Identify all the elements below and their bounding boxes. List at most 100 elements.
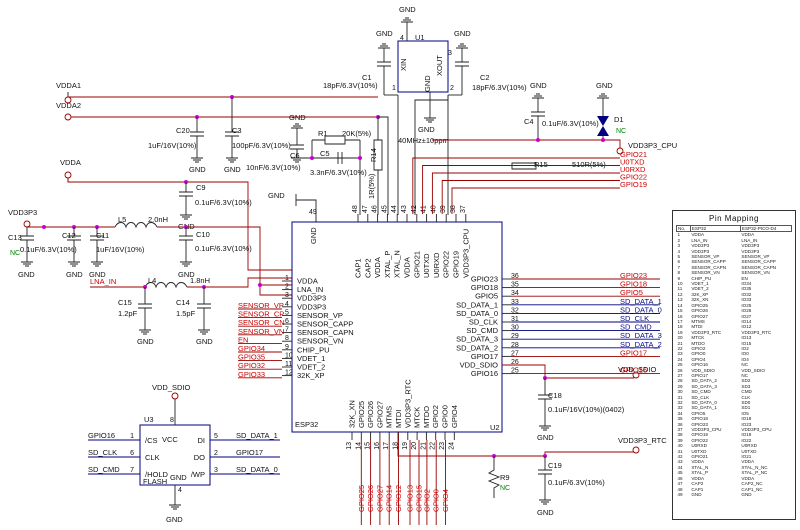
pin-mapping-cell: SENSOR_VP [741,254,770,260]
esp32-ref: U2 [490,423,500,432]
gnd-label: GND [196,337,213,346]
esp-right-pin-num: 35 [511,282,519,289]
r9-value: NC [500,485,510,492]
pin-mapping-cell: VDD3P3 [691,248,710,254]
pin-mapping-cell: 6 [677,259,681,265]
r9-ref: R9 [500,473,510,482]
left-net-label: SENSOR_VN [238,327,284,336]
pin-mapping-cell: IO22 [741,437,752,443]
pin-mapping-cell: IO14 [741,318,752,324]
pin-mapping-cell: 33 [677,405,683,411]
pin-mapping-cell: 26 [677,367,683,373]
esp-right-pin-name: GPIO5 [475,292,498,301]
pin-mapping-cell: IO12 [741,324,752,330]
flash-right-pin-name: DI [198,436,206,445]
c11-value: 1uF/16V(10%) [96,245,145,254]
esp-top-pin-num: 47 [362,205,369,213]
pin-mapping-cell: CAP2_NC [741,481,763,487]
gnd-label: GND [596,81,613,90]
gnd-label: GND [454,29,471,38]
esp-right-pin-name: SD_DATA_2 [456,343,498,352]
right-net-label: SD_DATA_0 [620,305,662,314]
flash-ref: U3 [144,415,154,424]
pin-mapping-cell: VDDA [741,475,755,481]
pin-mapping-cell: VDDA [691,475,705,481]
pin-mapping-cell: MTCK [691,335,705,341]
esp-left-pin-name: VDET_1 [297,354,325,363]
pin-mapping-cell: 15 [677,308,683,314]
esp-top-pin-name: CAP1 [354,258,363,278]
pin-mapping-cell: VDD3P3 [691,243,710,249]
pin-mapping-cell: IO21 [741,454,752,460]
pin-mapping-cell: 10 [677,281,683,287]
pin-mapping-cell: SENSOR_VP [691,254,720,260]
esp-bottom-pin-num: 14 [355,442,362,450]
pin-mapping-cell: GPIO5 [691,410,706,416]
right-net-label: GPIO5 [620,288,643,297]
esp-right-pin-num: 33 [511,299,519,306]
r14-value: 1R(5%) [367,173,376,199]
bottom-net-label: GPIO13 [406,485,415,512]
top-net-wire [451,187,620,214]
esp-top-pin-num: 44 [391,205,398,213]
flash-pin4: 4 [178,487,182,494]
c10-value: 0.1uF/6.3V(10%) [195,244,252,253]
flash-left-num: 1 [130,433,134,440]
l4-ref: L4 [148,276,156,285]
esp-top-pin-num: 37 [460,205,467,213]
c14-value: 1.5pF [176,309,196,318]
right-net-label: GPIO18 [620,280,647,289]
pin-mapping-cell: 4 [677,248,681,254]
esp-bottom-pin-num: 23 [439,442,446,450]
pin-mapping-column-header: ESP32-PICO-D4 [739,224,793,233]
pin-mapping-cell: SD3 [741,383,751,389]
left-net-label: EN [238,335,248,344]
c12-ref: C12 [62,231,76,240]
pin-mapping-cell: NC [741,372,749,378]
flash-pin8: 8 [170,417,174,424]
flash-right-net: SD_DATA_0 [236,465,278,474]
c19-ref: C19 [548,461,562,470]
pin-mapping-cell: 27 [677,372,683,378]
vdd-sdio-label: VDD_SDIO [618,365,657,374]
esp-top-pin-name: VDDA [373,257,382,278]
esp-left-pin-name: VDDA [297,277,318,286]
esp-right-pin-name: GPIO23 [471,275,498,284]
pin-mapping-cell: IO15 [741,340,752,346]
pin-mapping-cell: 19 [677,329,683,335]
pin-mapping-cell: SD_DATA_2 [691,378,717,384]
gnd-label: GND [537,508,554,517]
l5-value: 2.0nH [148,215,168,224]
crystal-pin2: 2 [450,85,454,92]
esp-bottom-pin-num: 20 [411,442,418,450]
esp-right-pin-num: 26 [511,359,519,366]
crystal-pin3: 3 [448,50,452,57]
esp-top-pin-name: U0RXD [432,252,441,278]
pin-mapping-cell: 20 [677,335,683,341]
top-net-label: U0RXD [620,165,646,174]
pin-mapping-cell: 49 [677,491,683,497]
esp32-top-pins: 48CAP147CAP246VDDA45XTAL_P44XTAL_N43VDDA… [352,205,470,278]
esp-top-pin-num: 46 [372,205,379,213]
c6-ref: C6 [290,151,300,160]
flash-left-net: SD_CMD [88,465,120,474]
pin-mapping-cell: 2 [677,237,681,243]
pin-mapping-cell: IO32 [741,291,752,297]
left-net-label: GPIO35 [238,353,265,362]
top-net-wire [422,165,620,214]
pin-mapping-title: Pin Mapping [709,214,759,223]
pin-mapping-cell: SD_DATA_0 [691,400,717,405]
right-net-labels: GPIO23GPIO18GPIO5SD_DATA_1SD_DATA_0SD_CL… [512,271,662,375]
pin-mapping-cell: 18 [677,324,683,330]
left-net-label: SENSOR_CP [238,310,284,319]
r15-ref: R15 [534,160,548,169]
